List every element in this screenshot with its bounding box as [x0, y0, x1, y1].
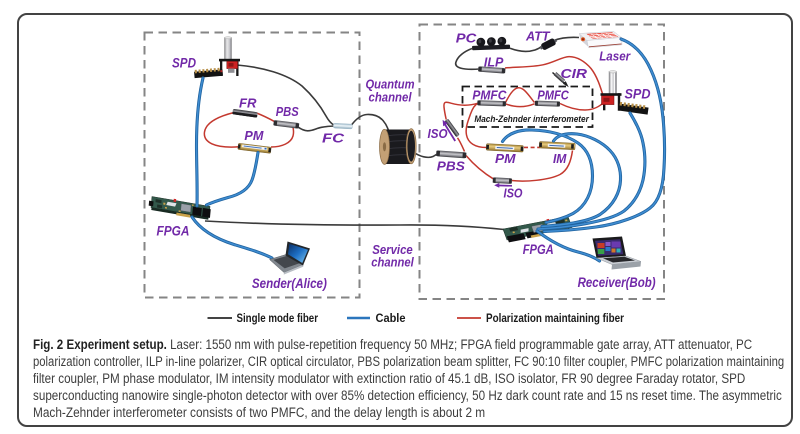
svg-text:IM: IM — [553, 151, 568, 166]
svg-text:channel: channel — [371, 256, 414, 270]
svg-text:Sender(Alice): Sender(Alice) — [252, 276, 327, 291]
svg-text:channel: channel — [369, 91, 412, 105]
svg-text:ATT: ATT — [525, 29, 550, 44]
svg-text:PMFC: PMFC — [472, 89, 507, 103]
svg-text:PM: PM — [244, 128, 264, 143]
svg-text:PC: PC — [456, 31, 477, 46]
svg-text:PBS: PBS — [437, 159, 465, 174]
svg-text:ISO: ISO — [428, 126, 448, 141]
svg-text:Polarization maintaining fiber: Polarization maintaining fiber — [486, 312, 624, 325]
svg-text:SPD: SPD — [625, 87, 651, 102]
svg-text:FPGA: FPGA — [157, 224, 190, 239]
svg-text:PBS: PBS — [276, 104, 299, 119]
svg-text:FC: FC — [322, 131, 345, 146]
svg-text:Mach-Zehnder interferometer: Mach-Zehnder interferometer — [474, 114, 590, 125]
svg-text:PM: PM — [495, 151, 517, 166]
svg-text:Cable: Cable — [376, 312, 407, 325]
svg-text:ILP: ILP — [484, 55, 504, 70]
svg-text:FPGA: FPGA — [523, 242, 554, 257]
svg-text:SPD: SPD — [172, 56, 196, 71]
svg-text:PMFC: PMFC — [537, 89, 569, 103]
svg-text:Laser: Laser — [599, 49, 631, 64]
svg-text:Single mode fiber: Single mode fiber — [237, 312, 319, 325]
svg-text:Receiver(Bob): Receiver(Bob) — [578, 275, 656, 290]
svg-text:ISO: ISO — [504, 186, 523, 201]
svg-text:CIR: CIR — [561, 66, 588, 81]
svg-text:FR: FR — [239, 96, 257, 111]
svg-text:Quantum: Quantum — [366, 78, 415, 92]
svg-text:Service: Service — [372, 243, 413, 257]
